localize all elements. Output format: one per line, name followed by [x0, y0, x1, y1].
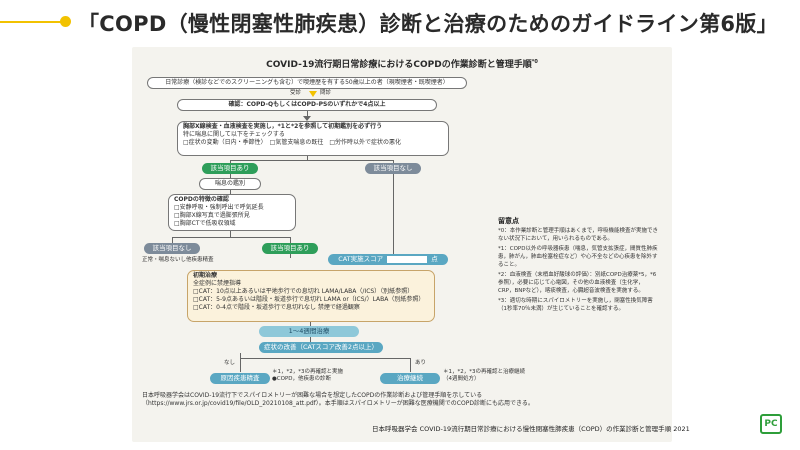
treatment-line: □CAT：0-4点で階段・坂道歩行で息切れなし 禁煙で経過観察 [193, 304, 360, 312]
initial-check-box: 胸部X線検査・血液検査を実施し，*1と*2を参照して初期鑑別を必ず行う 特に喘息… [177, 121, 449, 156]
connector [410, 358, 411, 372]
footer-description: 日本呼吸器学会はCOVID-19流行下でスパイロメトリーが困難な場合を想定したC… [142, 392, 662, 409]
no-pill: 該当項目なし [365, 163, 421, 174]
connector [393, 160, 394, 163]
asthma-diff-box: 喘息の鑑別 [199, 178, 261, 190]
check-line-3: □症状の変動（日内・季節性） □気管支喘息の既往 □労作時以外で症状の悪化 [183, 139, 402, 147]
none-label: なし [224, 360, 236, 366]
cause-investigation-pill: 原因疾患精査 [210, 373, 270, 384]
check-line-1: 胸部X線検査・血液検査を実施し，*1と*2を参照して初期鑑別を必ず行う [183, 123, 383, 130]
notes-title: 留意点 [498, 217, 519, 225]
title-accent-dot [60, 16, 71, 27]
confirm-text: 確認：COPD-QもしくはCOPD-PSのいずれかで4点以上 [228, 101, 386, 108]
yes-item-pill: 該当項目あり [262, 243, 318, 254]
connector [240, 358, 410, 359]
initial-treatment-box: 初期治療 全症例に禁煙指導 □CAT：10点以上あるいは平地歩行での息切れ LA… [187, 270, 435, 322]
copd-feature-item: □胸部X線写真で過膨張所見 [174, 212, 250, 220]
note-item: *2：血液検査（末梢血好酸球の評価）：別紙COPD治療薬*5，*6参照），必要に… [498, 271, 657, 294]
yes-pill: 該当項目あり [202, 163, 258, 174]
confirm-box: 確認：COPD-QもしくはCOPD-PSのいずれかで4点以上 [177, 99, 437, 111]
connector [393, 174, 394, 254]
cause-note: ＊1，*2，*3の再確認と実施 [272, 369, 343, 375]
copd-features-title: COPDの特徴の確認 [174, 196, 229, 203]
connector [310, 322, 311, 326]
connector [230, 231, 231, 237]
pc-logo: PC [760, 414, 782, 434]
treatment-title: 初期治療 [193, 272, 218, 279]
treatment-line: 全症例に禁煙指導 [193, 280, 242, 288]
arrow-down [303, 116, 311, 121]
title-accent-line [0, 21, 70, 23]
treatment-period-pill: 1～4週間治療 [259, 326, 359, 337]
no-item-pill: 該当項目なし [144, 243, 200, 254]
continue-note: ＊1，*2，*3の再確認と治療継続 [443, 369, 525, 375]
connector [230, 160, 393, 161]
consult-label: 受診 [290, 90, 302, 96]
notes-list: *0：本作業診断と管理手順はあくまで，呼吸機能検査が実施できない状況下において，… [498, 228, 660, 316]
diagram-subtitle: COVID-19流行期日常診療におけるCOPDの作業診断と管理手順*0 [132, 57, 672, 70]
asthma-diff-text: 喘息の鑑別 [214, 180, 245, 187]
screening-text: 日常診療（検診などでのスクリーニングも含む）で喫煙歴を有する50歳以上の者（現喫… [165, 79, 449, 86]
treatment-line: □CAT：5-9点あるいは階段・坂道歩行で息切れ LAMA or（ICS/）LA… [193, 296, 425, 304]
connector [290, 237, 291, 243]
diagram-subtitle-text: COVID-19流行期日常診療におけるCOPDの作業診断と管理手順 [266, 60, 532, 70]
connector [290, 254, 291, 258]
footer-line: （https://www.jrs.or.jp/covid19/file/OLD_… [142, 400, 534, 408]
connector [230, 160, 231, 163]
connector [172, 237, 290, 238]
connector [172, 237, 173, 243]
copd-feature-item: □安静呼吸・強制呼出で呼気延長 [174, 204, 264, 212]
footer-line: 日本呼吸器学会はCOVID-19流行下でスパイロメトリーが困難な場合を想定したC… [142, 392, 483, 399]
continue-treatment-pill: 治療継続 [380, 373, 440, 384]
treatment-line: □CAT：10点以上あるいは平地歩行での息切れ LAMA/LABA（/ICS）（… [193, 288, 414, 296]
connector [230, 190, 231, 194]
diagram-subtitle-sup: *0 [531, 59, 538, 65]
interview-label: 問診 [320, 90, 332, 96]
note-item: *3：適切な時期にスパイロメトリーを実施し，閉塞性換気障害（1秒率70％未満）が… [498, 297, 653, 312]
note-item: *1：COPD以外の呼吸器疾患（喘息，気管支拡張症，間質性肺疾患，肺がん，肺血栓… [498, 245, 658, 268]
connector [240, 353, 241, 358]
yes-short-label: あり [415, 360, 427, 366]
cat-score-field [387, 255, 428, 263]
continue-note: （4週間処方） [443, 376, 480, 383]
connector [230, 174, 231, 178]
cat-score-bar: CAT実施スコア 点 [328, 254, 448, 265]
connector [310, 337, 311, 342]
screening-box: 日常診療（検診などでのスクリーニングも含む）で喫煙歴を有する50歳以上の者（現喫… [147, 77, 467, 89]
continue-notes: ＊1，*2，*3の再確認と治療継続 （4週間処方） [443, 369, 525, 384]
copd-feature-item: □胸部CTで低吸収領域 [174, 220, 236, 228]
check-line-2: 特に喘息に関して以下をチェックする [183, 131, 285, 139]
connector [240, 358, 241, 372]
note-item: *0：本作業診断と管理手順はあくまで，呼吸機能検査が実施できない状況下において，… [498, 228, 659, 242]
connector [307, 156, 308, 160]
consult-arrow [309, 91, 317, 97]
connector [307, 111, 308, 117]
cause-notes: ＊1，*2，*3の再確認と実施 ●COPD，他疾患の診断 [272, 369, 343, 384]
copyright-text: 日本呼吸器学会 COVID-19流行期日常診療における慢性閉塞性肺疾患（COPD… [372, 425, 690, 433]
copd-features-box: COPDの特徴の確認 □安静呼吸・強制呼出で呼気延長 □胸部X線写真で過膨張所見… [168, 194, 296, 231]
page-title: 「COPD（慢性閉塞性肺疾患）診断と治療のためのガイドライン第6版」 [78, 12, 778, 36]
cat-score-unit: 点 [431, 255, 438, 263]
cause-note: ●COPD，他疾患の診断 [272, 376, 332, 383]
no-item-caption: 正常・喘息ないし他疾患精査 [142, 257, 214, 263]
cat-score-label: CAT実施スコア [338, 255, 384, 263]
improvement-pill: 症状の改善（CATスコア改善2点以上） [259, 342, 383, 353]
